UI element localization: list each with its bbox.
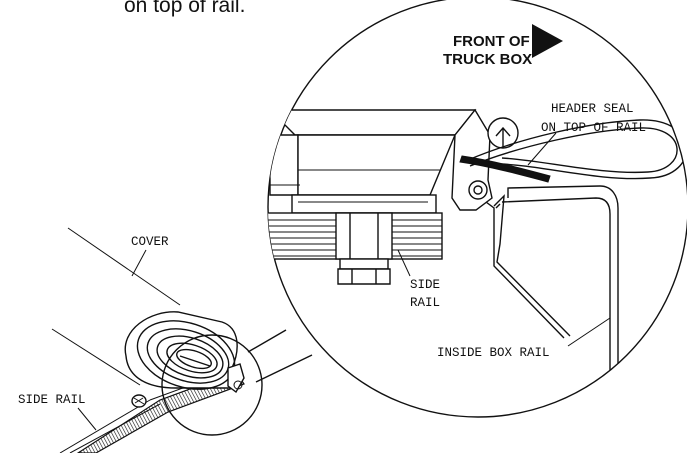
connector-lower: [255, 354, 313, 383]
bolt: [335, 212, 393, 285]
label-side-rail: SIDE RAIL: [18, 393, 86, 407]
leader-header-seal: [527, 132, 557, 166]
cover-plate: [268, 109, 477, 136]
label-front-of: FRONT OF: [453, 33, 530, 50]
inside-box-rail-wall: [507, 185, 619, 417]
leader-side-rail-detail: [397, 249, 411, 277]
label-cover: COVER: [131, 235, 169, 249]
inside-box-rail-wall-inner: [501, 197, 611, 417]
detail-circle: [267, 0, 687, 418]
side-rail-edge-b: [69, 403, 161, 453]
cover-line-bottom: [51, 328, 141, 386]
cover-body: [297, 134, 457, 196]
side-rail-edge-a: [59, 399, 151, 453]
caption-fragment: on top of rail.: [124, 0, 246, 17]
connector-upper: [247, 329, 287, 353]
rolled-cover: [124, 311, 238, 390]
cover-plate-left: [269, 134, 299, 196]
detail-callout-circle: [161, 334, 263, 436]
leader-cover: [131, 249, 147, 277]
header-seal-strip: [459, 155, 551, 183]
label-inside-box-rail: INSIDE BOX RAIL: [437, 346, 550, 360]
label-rail-detail: RAIL: [410, 296, 440, 310]
front-direction-arrow-icon: [532, 24, 563, 58]
inside-box-rail-tip: [495, 203, 501, 209]
label-on-top-of-rail: ON TOP OF RAIL: [541, 121, 646, 135]
label-header-seal: HEADER SEAL: [551, 102, 634, 116]
leader-side-rail: [77, 407, 97, 431]
clamp-bar: [291, 194, 437, 214]
label-truck-box: TRUCK BOX: [443, 51, 532, 68]
leader-inside-box-rail: [567, 317, 611, 347]
knob: [131, 394, 147, 408]
overview-assembly: [51, 227, 313, 453]
cover-line-top: [67, 227, 181, 306]
inside-box-rail-outer: [493, 194, 571, 337]
detail-view: [268, 108, 687, 417]
header-seal-knob: [487, 117, 519, 149]
label-side-detail: SIDE: [410, 278, 440, 292]
inside-box-rail-lip: [485, 201, 565, 339]
end-clip: [227, 363, 245, 394]
side-rail-strip: [76, 371, 245, 453]
